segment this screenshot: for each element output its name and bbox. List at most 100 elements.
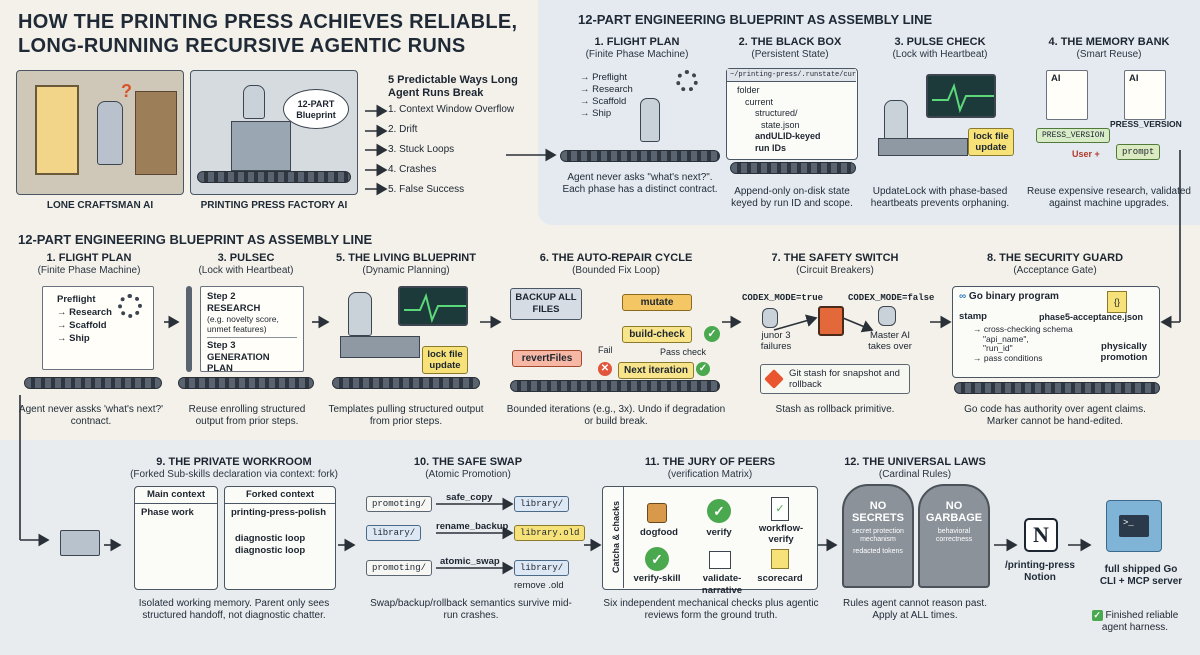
top-black-box-caption: Append-only on-disk state keyed by run I…: [731, 186, 853, 209]
go-program-title: ∞ Go binary program: [959, 291, 1059, 302]
shelf: [135, 91, 177, 175]
conveyor-belt: [560, 150, 720, 162]
server-cube-icon: >_: [1106, 500, 1162, 552]
blueprint-bubble: 12-PART Blueprint: [283, 89, 349, 129]
desk: [340, 336, 420, 358]
codex-mode-true: CODEX_MODE=true: [742, 293, 824, 303]
fail-x-icon: ✕: [598, 362, 612, 376]
matrix-item: workflow-verify: [758, 523, 804, 545]
matrix-item: verify: [706, 527, 732, 538]
promoting-folder: promoting/: [366, 560, 433, 576]
bot-jury-caption: Six independent mechanical checks plus a…: [603, 598, 819, 621]
mid-living-blueprint-caption: Templates pulling structured output from…: [328, 404, 484, 427]
revert-files-step: revertFiles: [512, 350, 582, 367]
atomic-swap-label: atomic_swap: [440, 556, 500, 567]
conveyor-belt: [332, 377, 480, 389]
break-item: 3. Stuck Loops: [388, 144, 455, 155]
build-check-step: build-check: [622, 326, 692, 343]
mid-pulsec-caption: Reuse enrolling structured output from p…: [188, 404, 306, 427]
ai-document-2: AI: [1124, 70, 1166, 120]
heartbeat-monitor: [926, 74, 996, 118]
mid-stage-pulsec: 3. PULSEC (Lock with Heartbeat): [198, 252, 294, 276]
mid-auto-repair-caption: Bounded iterations (e.g., 3x). Undo if d…: [506, 404, 726, 427]
prompt-chip: prompt: [1116, 144, 1161, 160]
master-ai-label: Master AI takes over: [868, 330, 912, 352]
top-stage-memory-bank: 4. THE MEMORY BANK (Smart Reuse): [1048, 36, 1170, 60]
notion-icon: N: [1024, 518, 1058, 552]
library-folder: library/: [514, 560, 570, 576]
promoting-folder: promoting/: [366, 496, 433, 512]
mid-stage-auto-repair: 6. THE AUTO-REPAIR CYCLE (Bounded Fix Lo…: [539, 252, 693, 276]
robot-icon: [348, 292, 372, 336]
folder-tree: folder current structured/ state.json an…: [737, 85, 837, 154]
pass-check-icon: ✓: [696, 362, 710, 376]
conveyor-belt: [510, 380, 720, 392]
matrix-item: scorecard: [757, 573, 803, 584]
git-icon: [764, 369, 784, 389]
backup-button: BACKUP ALL FILES: [510, 288, 582, 320]
narrative-doc-icon: [709, 551, 731, 569]
flight-plan-sheet: Preflight→ Research→ Scaffold→ Ship: [42, 286, 154, 370]
mid-safety-switch-caption: Stash as rollback primitive.: [775, 404, 895, 415]
gear-icon: [676, 70, 698, 92]
mid-stage-flight-plan: 1. FLIGHT PLAN (Finite Phase Machine): [37, 252, 141, 276]
robot-icon: [762, 308, 778, 328]
desk: [878, 138, 968, 156]
robot-icon: [878, 306, 896, 326]
verify-check-icon: ✓: [707, 499, 731, 523]
top-pulse-check-caption: UpdateLock with phase-based heartbeats p…: [870, 186, 1010, 209]
junor-label: junor 3 failures: [760, 330, 792, 352]
heartbeat-line-icon: [932, 82, 994, 114]
flight-plan-steps: → Preflight→ Research→ Scaffold→ Ship: [580, 72, 633, 119]
go-icon: ∞: [959, 291, 969, 302]
bot-stage-jury: 11. THE JURY OF PEERS (verification Matr…: [644, 456, 776, 480]
computer-icon: [60, 530, 100, 556]
library-folder: library/: [514, 496, 570, 512]
lock-file-note: lock file update: [422, 346, 468, 374]
verify-skill-check-icon: ✓: [645, 547, 669, 571]
folder-icon: folder: [737, 85, 760, 95]
top-stage-pulse-check: 3. PULSE CHECK (Lock with Heartbeat): [892, 36, 988, 60]
conveyor-belt: [730, 162, 856, 174]
break-item: 5. False Success: [388, 184, 465, 195]
scroll-rod: [186, 286, 192, 372]
matrix-item: verify-skill: [633, 573, 681, 584]
top-section-title: 12-PART ENGINEERING BLUEPRINT AS ASSEMBL…: [578, 12, 933, 27]
break-item: 2. Drift: [388, 124, 418, 135]
press-version-chip: PRESS_VERSION: [1036, 128, 1111, 143]
robot-icon: [97, 101, 123, 165]
pass-check-icon: ✓: [704, 326, 720, 342]
next-iteration-step: Next iteration: [618, 362, 694, 379]
bot-stage-safe-swap: 10. THE SAFE SWAP (Atomic Promotion): [413, 456, 523, 480]
safe-copy-label: safe_copy: [446, 492, 493, 503]
heartbeat-monitor: [398, 286, 468, 326]
pass-check-label: Pass check: [660, 347, 707, 357]
main-title: HOW THE PRINTING PRESS ACHIEVES RELIABLE…: [18, 11, 518, 57]
remove-old-label: remove .old: [514, 580, 564, 591]
verification-matrix: Catcha & chacks ✓ ✓ dogfood verify workf…: [602, 486, 818, 596]
robot-icon: [243, 85, 265, 119]
no-secrets-tombstone: NO SECRETS secret protection mechanism r…: [842, 484, 914, 588]
black-box-window: ~/printing-press/.runstate/current/ fold…: [726, 68, 858, 160]
doorway: [35, 85, 79, 175]
rename-backup-label: rename_backup: [436, 521, 509, 532]
mid-flight-steps: Preflight→ Research→ Scaffold→ Ship: [57, 294, 112, 344]
gear-icon: [118, 294, 142, 318]
codex-mode-false: CODEX_MODE=false: [848, 293, 935, 303]
conveyor-belt: [178, 377, 314, 389]
mid-stage-security-guard: 8. THE SECURITY GUARD (Acceptance Gate): [986, 252, 1124, 276]
matrix-side-label: Catcha & chacks: [611, 500, 621, 574]
done-check-icon: ✓: [1091, 610, 1103, 621]
top-stage-flight-plan: 1. FLIGHT PLAN (Finite Phase Machine): [585, 36, 689, 60]
schema-lines: → cross-checking schema"api_name","run_i…: [973, 324, 1073, 363]
circuit-breaker-switch: [818, 306, 844, 336]
matrix-item: dogfood: [640, 527, 678, 538]
fail-label: Fail: [598, 345, 613, 355]
mid-flight-plan-caption: Agent never assks 'what's next?' contnac…: [18, 404, 164, 427]
no-garbage-tombstone: NO GARBAGE behavioral correctness: [918, 484, 990, 588]
factory-panel: 12-PART Blueprint: [190, 70, 358, 195]
matrix-item: validate-narrative: [701, 573, 743, 596]
lone-craftsman-panel: ?: [16, 70, 184, 195]
breaks-title: 5 Predictable Ways Long Agent Runs Break: [388, 74, 518, 99]
